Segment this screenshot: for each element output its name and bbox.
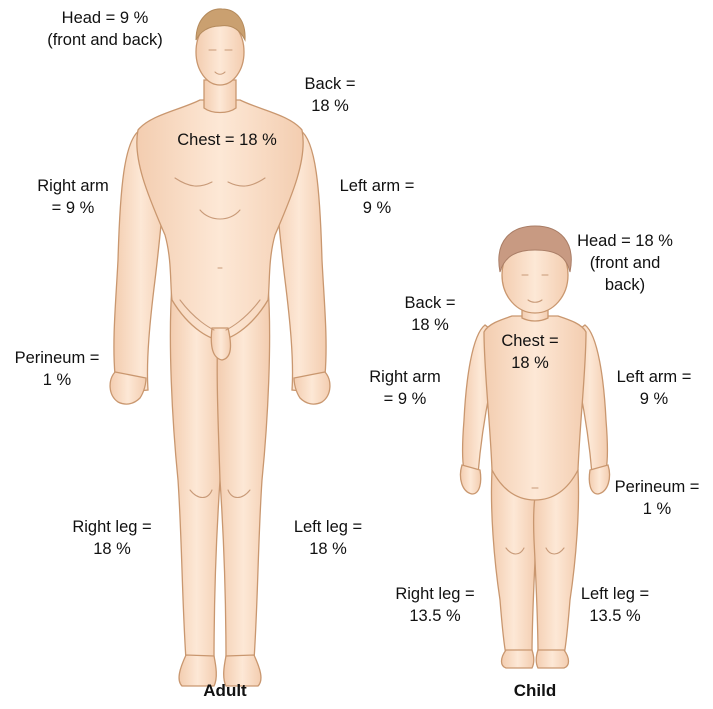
adult-perineum-label: Perineum = 1 % bbox=[2, 347, 112, 391]
child-right-leg-label: Right leg = 13.5 % bbox=[381, 583, 489, 627]
child-back-label: Back = 18 % bbox=[390, 292, 470, 336]
child-left-leg-label: Left leg = 13.5 % bbox=[565, 583, 665, 627]
child-left-arm-label: Left arm = 9 % bbox=[602, 366, 706, 410]
child-right-arm-label: Right arm = 9 % bbox=[355, 366, 455, 410]
adult-right-hand bbox=[110, 372, 146, 404]
adult-perineum bbox=[211, 328, 230, 360]
child-head-label: Head = 18 % (front and back) bbox=[570, 230, 680, 296]
child-right-hand bbox=[460, 465, 480, 494]
adult-left-arm-label: Left arm = 9 % bbox=[325, 175, 429, 219]
adult-left-leg-label: Left leg = 18 % bbox=[274, 516, 382, 560]
adult-left-hand bbox=[294, 372, 330, 404]
adult-back-label: Back = 18 % bbox=[285, 73, 375, 117]
adult-head-label: Head = 9 % (front and back) bbox=[30, 7, 180, 51]
child-left-foot bbox=[536, 650, 568, 668]
child-caption: Child bbox=[490, 680, 580, 702]
child-perineum-label: Perineum = 1 % bbox=[603, 476, 711, 520]
adult-right-leg-label: Right leg = 18 % bbox=[58, 516, 166, 560]
adult-chest-label: Chest = 18 % bbox=[162, 129, 292, 151]
child-chest-label: Chest = 18 % bbox=[490, 330, 570, 374]
child-right-foot bbox=[502, 650, 534, 668]
adult-right-arm-label: Right arm = 9 % bbox=[23, 175, 123, 219]
adult-caption: Adult bbox=[180, 680, 270, 702]
